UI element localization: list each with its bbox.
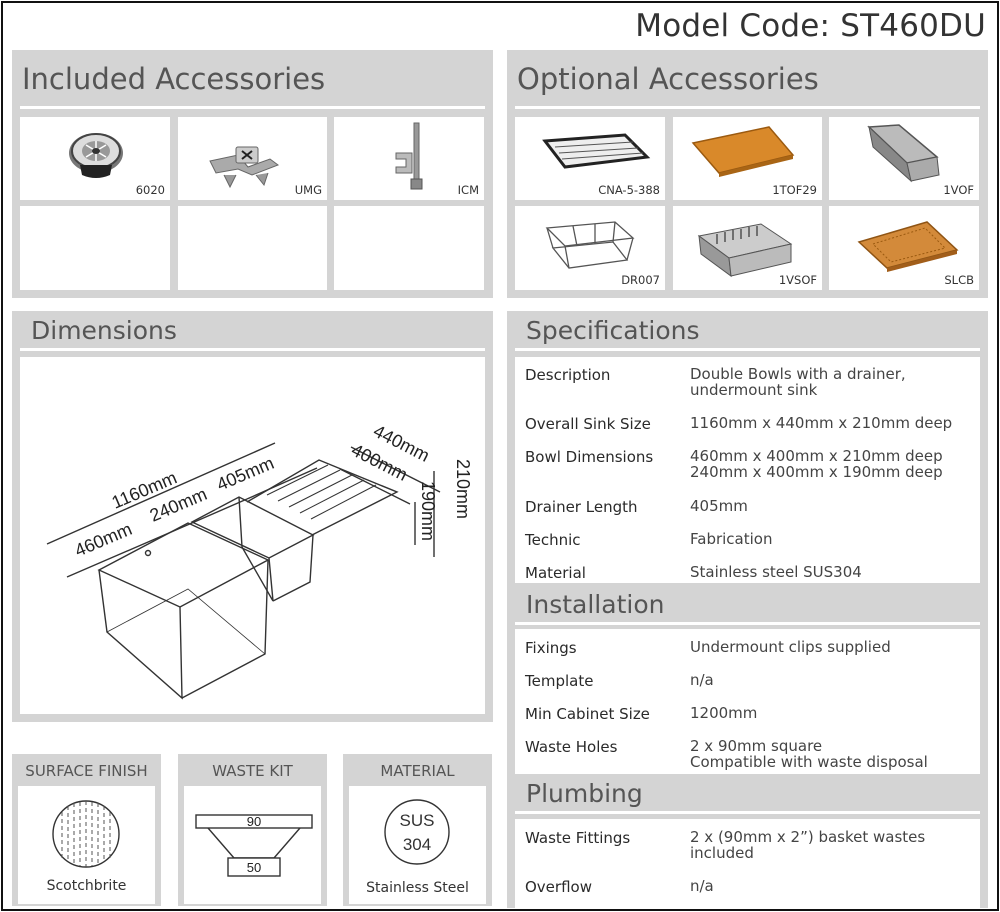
dim-height-outer-label: 210mm xyxy=(453,459,473,519)
accessory-code: 1TOF29 xyxy=(772,183,817,197)
accessory-code: 1VSOF xyxy=(778,273,817,287)
accessory-code: 6020 xyxy=(135,183,165,197)
optional-title: Optional Accessories xyxy=(517,62,819,96)
dimension-drawing: 1160mm 460mm 240mm 405mm 440mm 400mm 210… xyxy=(20,357,485,714)
accessory-umg[interactable]: UMG xyxy=(178,117,327,200)
surface-finish-card: SURFACE FINISH Scotchbrite xyxy=(12,754,161,906)
install-bracket-icon xyxy=(395,122,423,190)
accessory-slot-empty xyxy=(178,206,327,290)
model-code: Model Code: ST460DU xyxy=(635,8,986,44)
accessory-code: ICM xyxy=(457,183,479,197)
accessory-slot-empty xyxy=(334,206,484,290)
bamboo-board-icon xyxy=(691,126,795,177)
accessory-code: SLCB xyxy=(944,273,974,287)
accessory-1vsof[interactable]: 1VSOF xyxy=(673,206,822,290)
waste-kit-icon: 90 50 xyxy=(195,814,313,877)
scotchbrite-texture-icon xyxy=(52,800,120,868)
colander-icon xyxy=(867,124,940,183)
accessory-code: DR007 xyxy=(621,273,660,287)
accessory-icm[interactable]: ICM xyxy=(334,117,484,200)
dish-rack-icon xyxy=(697,223,793,278)
accessory-slot-empty xyxy=(20,206,170,290)
dimensions-title: Dimensions xyxy=(31,316,177,345)
material-seal-icon: SUS 304 xyxy=(384,799,450,865)
basket-waste-icon xyxy=(69,133,123,178)
accessory-cna-5-388[interactable]: CNA-5-388 xyxy=(515,117,665,200)
specifications-title: Specifications xyxy=(526,316,700,345)
accessory-code: UMG xyxy=(294,183,322,197)
material-line2: 304 xyxy=(403,835,431,854)
dim-height-inner-label: 190mm xyxy=(418,481,438,541)
plumbing-title: Plumbing xyxy=(526,779,643,808)
dim-drainer-label: 405mm xyxy=(214,453,277,495)
accessory-6020[interactable]: 6020 xyxy=(20,117,170,200)
dim-bowl1-label: 460mm xyxy=(72,519,135,561)
material-card: MATERIAL SUS 304 Stainless Steel xyxy=(343,754,492,906)
accessory-code: CNA-5-388 xyxy=(598,183,660,197)
installation-title: Installation xyxy=(526,590,665,619)
material-caption: Stainless Steel xyxy=(366,880,469,896)
waste-kit-card: WASTE KIT 90 50 xyxy=(178,754,327,906)
sink-drawing-icon: 1160mm 460mm 240mm 405mm 440mm 400mm 210… xyxy=(46,421,473,700)
material-line1: SUS xyxy=(400,811,435,830)
accessory-slcb[interactable]: SLCB xyxy=(829,206,979,290)
roll-mat-icon xyxy=(542,133,651,169)
surface-finish-title: SURFACE FINISH xyxy=(25,762,148,780)
accessory-code: 1VOF xyxy=(943,183,974,197)
wire-basket-icon xyxy=(545,221,635,269)
waste-top-label: 90 xyxy=(247,814,261,829)
undermount-clip-icon xyxy=(209,146,280,189)
dimensions-panel: Dimensions xyxy=(12,311,493,722)
accessory-1vof[interactable]: 1VOF xyxy=(829,117,979,200)
included-accessories-panel: Included Accessories 6020 UMG xyxy=(12,50,493,298)
accessory-dr007[interactable]: DR007 xyxy=(515,206,665,290)
chopping-board-icon xyxy=(857,221,959,272)
surface-finish-caption: Scotchbrite xyxy=(46,878,127,894)
waste-kit-title: WASTE KIT xyxy=(212,762,293,780)
included-title: Included Accessories xyxy=(22,62,326,96)
optional-accessories-panel: Optional Accessories CNA-5-388 1TOF29 1V… xyxy=(507,50,988,298)
accessory-1tof29[interactable]: 1TOF29 xyxy=(673,117,822,200)
material-title: MATERIAL xyxy=(380,762,455,780)
waste-bottom-label: 50 xyxy=(247,860,261,875)
